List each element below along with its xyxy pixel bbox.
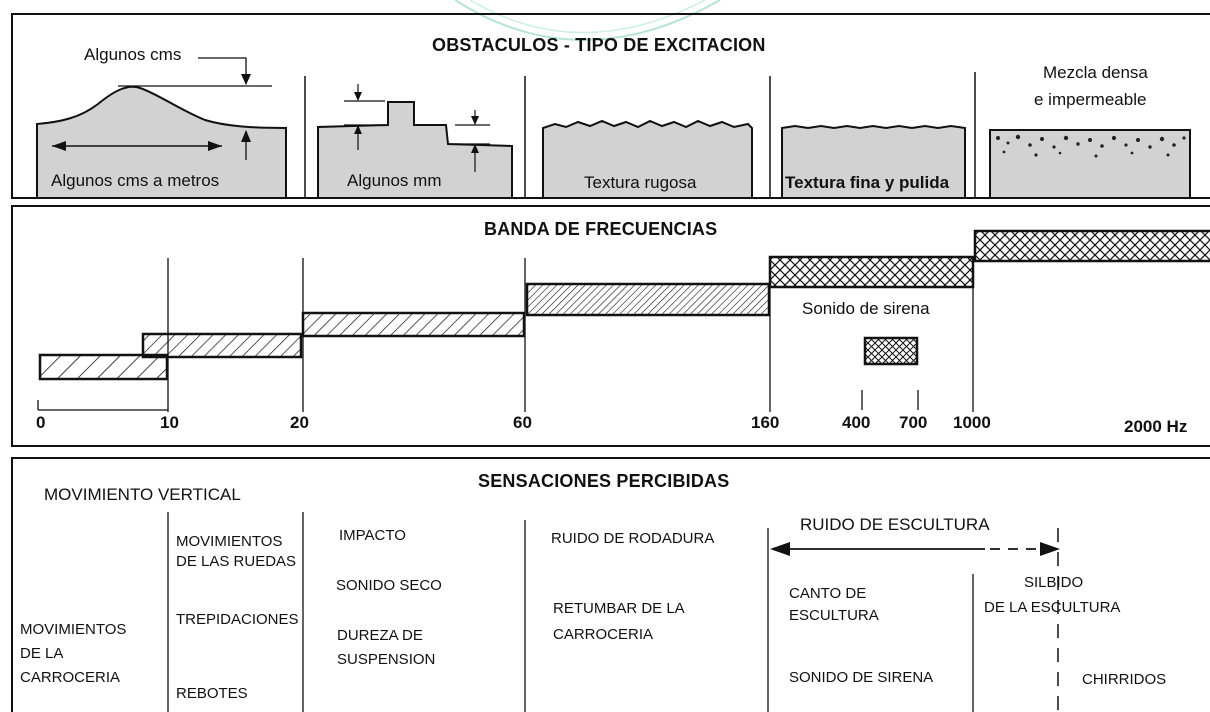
bounces: REBOTES <box>176 685 248 702</box>
impact: IMPACTO <box>339 527 406 544</box>
band-0-10 <box>38 353 169 381</box>
tick-0: 0 <box>36 413 46 432</box>
caption-step: Algunos mm <box>347 171 442 190</box>
sensations-title: SENSACIONES PERCIBIDAS <box>478 471 730 491</box>
wheel-movements-1: MOVIMIENTOS <box>176 533 283 550</box>
tick-160: 160 <box>751 413 780 432</box>
tick-400: 400 <box>842 413 871 432</box>
frequency-panel <box>11 205 1210 447</box>
tread-song-1: CANTO DE <box>789 585 867 602</box>
tread-noise: RUIDO DE ESCULTURA <box>800 515 990 534</box>
algunos-cms-leader <box>198 57 247 84</box>
body-movements-2: DE LA <box>20 645 64 662</box>
tick-1000: 1000 <box>953 413 991 432</box>
wheel-movements-2: DE LAS RUEDAS <box>176 553 297 570</box>
tread-whistle-2: DE LA ESCULTURA <box>984 599 1121 616</box>
tick-60: 60 <box>513 413 532 432</box>
hill-obstacle <box>36 85 287 199</box>
obstacles-title: OBSTACULOS - TIPO DE EXCITACION <box>432 35 766 55</box>
band-60-160 <box>525 282 771 317</box>
caption-hill: Algunos cms a metros <box>51 171 220 190</box>
band-160-1000 <box>768 255 975 289</box>
tread-whistle-1: SILBIDO <box>1024 574 1084 591</box>
fine-texture-block <box>781 124 966 199</box>
tick-2000hz: 2000 Hz <box>1124 417 1188 436</box>
dry-sound: SONIDO SECO <box>336 577 442 594</box>
frequency-title: BANDA DE FRECUENCIAS <box>484 219 718 239</box>
obstacles-panel <box>11 13 1210 199</box>
siren-label: Sonido de sirena <box>802 299 930 318</box>
dense-mix-line2: e impermeable <box>1034 90 1147 109</box>
band-1000-2000 <box>973 229 1210 263</box>
squeals: CHIRRIDOS <box>1082 671 1167 688</box>
band-20-60 <box>301 311 526 338</box>
siren-sound: SONIDO DE SIRENA <box>789 669 934 686</box>
vibrations: TREPIDACIONES <box>176 611 299 628</box>
step-obstacle <box>317 101 513 199</box>
algunos-cms-note: Algunos cms <box>84 45 182 64</box>
watermark-arc-inner <box>469 0 706 34</box>
tick-20: 20 <box>290 413 309 432</box>
tick-700: 700 <box>899 413 928 432</box>
body-movements-3: CARROCERIA <box>20 669 121 686</box>
body-boom-2: CARROCERIA <box>553 626 654 643</box>
body-boom-1: RETUMBAR DE LA <box>553 600 685 617</box>
vertical-movement: MOVIMIENTO VERTICAL <box>44 485 241 504</box>
body-movements-1: MOVIMIENTOS <box>20 621 127 638</box>
rolling-noise: RUIDO DE RODADURA <box>551 530 715 547</box>
watermark-arc <box>454 0 721 41</box>
aggregate-dots <box>996 134 1186 158</box>
rough-texture-block <box>542 119 753 199</box>
suspension-hardness-2: SUSPENSION <box>337 651 436 668</box>
tread-song-2: ESCULTURA <box>789 607 879 624</box>
caption-fine: Textura fina y pulida <box>785 173 950 192</box>
sensations-panel <box>11 457 1210 712</box>
siren-band <box>863 336 919 366</box>
band-8-20 <box>141 332 303 359</box>
caption-rough: Textura rugosa <box>584 173 697 192</box>
dense-mix-line1: Mezcla densa <box>1043 63 1148 82</box>
tick-10: 10 <box>160 413 179 432</box>
suspension-hardness-1: DUREZA DE <box>337 627 423 644</box>
